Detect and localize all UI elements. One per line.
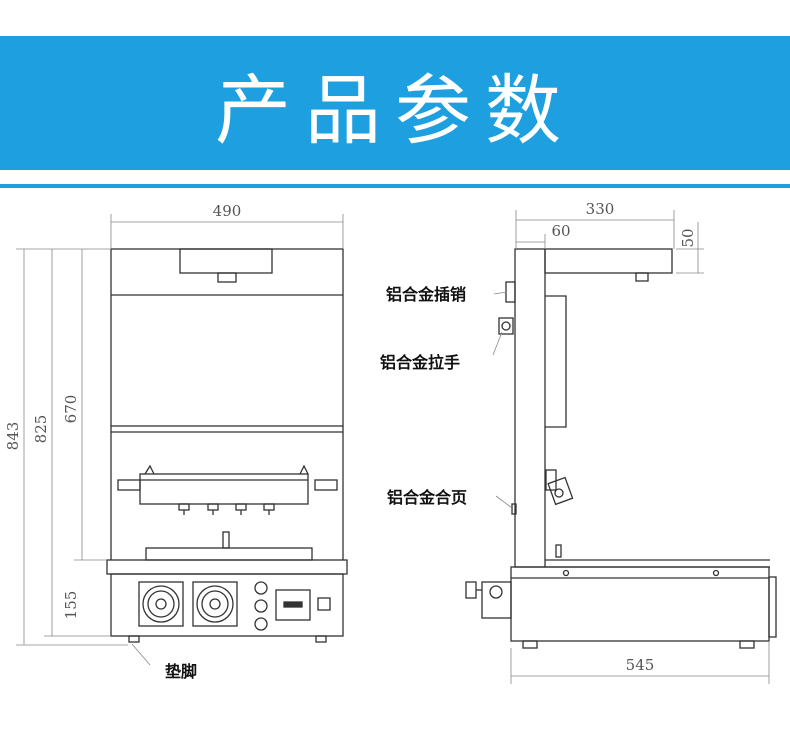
front-upper-cabinet bbox=[110, 248, 344, 427]
front-foot-left bbox=[128, 635, 140, 643]
page-title: 产品参数 bbox=[215, 66, 575, 155]
label-foot: 垫脚 bbox=[165, 662, 197, 681]
label-aluminum-handle: 铝合金拉手 bbox=[380, 353, 460, 372]
dim-843: 843 bbox=[4, 422, 22, 451]
divider-line bbox=[0, 184, 790, 188]
side-column bbox=[514, 248, 546, 568]
label-aluminum-hinge: 铝合金合页 bbox=[387, 488, 467, 507]
side-door-panel bbox=[545, 295, 567, 428]
dim-670: 670 bbox=[62, 395, 80, 424]
side-view bbox=[465, 248, 777, 649]
side-screwdriver bbox=[545, 469, 574, 506]
side-aluminum-handle bbox=[498, 317, 514, 335]
front-screwdriver-heads bbox=[178, 503, 275, 515]
side-foot-right bbox=[739, 640, 755, 649]
front-base bbox=[110, 573, 344, 637]
front-foot-right bbox=[315, 635, 327, 643]
front-gantry-bar bbox=[139, 473, 309, 505]
dim-825: 825 bbox=[32, 415, 50, 444]
front-fan-left bbox=[138, 581, 184, 627]
front-button-1 bbox=[254, 581, 268, 595]
front-work-plate bbox=[145, 547, 313, 561]
side-aluminum-pin bbox=[505, 281, 516, 303]
front-fan-right bbox=[192, 581, 238, 627]
label-aluminum-pin: 铝合金插销 bbox=[386, 285, 466, 304]
dim-330: 330 bbox=[586, 200, 615, 218]
side-foot-left bbox=[522, 640, 538, 649]
front-base-top bbox=[106, 559, 348, 575]
header-banner: 产品参数 bbox=[0, 36, 790, 170]
dim-545: 545 bbox=[626, 656, 655, 674]
dim-155: 155 bbox=[62, 591, 80, 620]
side-air-regulator bbox=[465, 581, 512, 619]
dim-60: 60 bbox=[551, 222, 570, 240]
dim-490: 490 bbox=[213, 202, 242, 220]
side-aluminum-hinge bbox=[511, 503, 517, 515]
front-display-panel bbox=[275, 589, 311, 621]
front-button-3 bbox=[254, 617, 268, 631]
dim-50: 50 bbox=[679, 228, 697, 247]
front-view bbox=[106, 248, 348, 643]
front-button-2 bbox=[254, 599, 268, 613]
side-top-arm bbox=[544, 248, 673, 274]
front-top-fixture bbox=[179, 248, 273, 274]
